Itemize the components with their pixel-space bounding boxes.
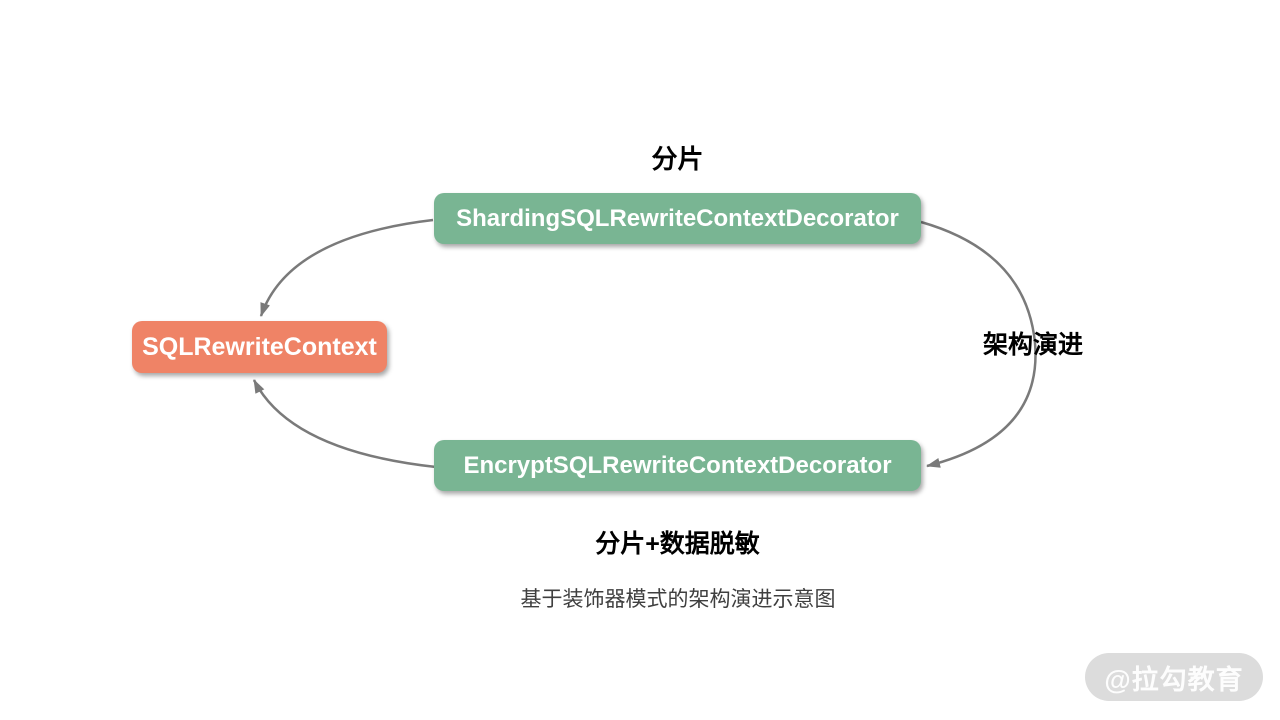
encrypt-annotation-label: 分片+数据脱敏: [595, 530, 760, 558]
node-encrypt-sql-rewrite-context-decorator: EncryptSQLRewriteContextDecorator: [434, 440, 921, 491]
edge-sharding-to-context: [259, 218, 434, 317]
node-encrypt-label: EncryptSQLRewriteContextDecorator: [463, 451, 892, 479]
node-sql-rewrite-context: SQLRewriteContext: [132, 321, 387, 373]
architecture-evolution-label: 架构演进: [983, 331, 1084, 359]
node-sharding-sql-rewrite-context-decorator: ShardingSQLRewriteContextDecorator: [434, 193, 921, 244]
node-context-label: SQLRewriteContext: [142, 332, 377, 361]
diagram-caption: 基于装饰器模式的架构演进示意图: [520, 588, 836, 611]
sharding-annotation-label: 分片: [651, 144, 704, 174]
node-sharding-label: ShardingSQLRewriteContextDecorator: [456, 204, 899, 232]
watermark-badge: @拉勾教育: [1085, 653, 1263, 701]
watermark-text: @拉勾教育: [1104, 664, 1244, 695]
edge-sharding-to-encrypt: [920, 220, 1037, 468]
edge-encrypt-to-context: [252, 379, 437, 469]
